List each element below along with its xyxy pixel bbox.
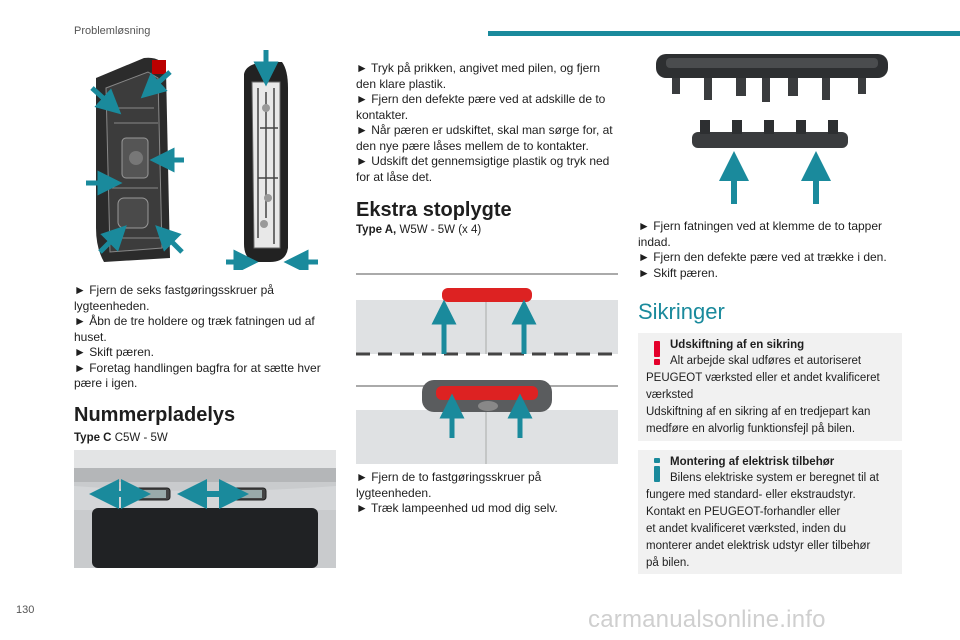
- info-body-line: et andet kvalificeret værksted, inden du: [646, 523, 847, 535]
- info-notice: Montering af elektrisk tilbehør Bilens e…: [638, 450, 902, 574]
- info-icon: [654, 458, 660, 482]
- info-body-line: monterer andet elektrisk udstyr eller ti…: [646, 540, 871, 552]
- step-text: ► Fjern de to fastgøringsskruer på lygte…: [356, 470, 542, 500]
- warning-notice: Udskiftning af en sikring Alt arbejde sk…: [638, 333, 902, 441]
- step-text: ► Tryk på prikken, angivet med pilen, og…: [356, 61, 600, 91]
- step-text: ► Skift pæren.: [638, 265, 718, 280]
- step-text: ► Fjern fatningen ved at klemme de to ta…: [638, 219, 883, 249]
- step-text: ► Træk lampeenhed ud mod dig selv.: [356, 501, 558, 515]
- heading-ekstra-stoplygte: Ekstra stoplygte: [356, 199, 512, 221]
- info-body-line: på bilen.: [646, 557, 690, 569]
- rear-lamp-illustration: [86, 50, 318, 270]
- step-text: ► Fjern den defekte pære ved at trække i…: [638, 250, 887, 264]
- running-header: Problemløsning: [74, 25, 151, 37]
- spec-type: Type C: [74, 432, 112, 444]
- warning-body-line: værksted: [646, 389, 694, 401]
- spec-value: W5W - 5W (x 4): [396, 224, 482, 236]
- bulb-holder-illustration: [656, 54, 888, 204]
- col3-steps: ► Fjern fatningen ved at klemme de to ta…: [638, 219, 902, 281]
- step-text: ► Foretag handlingen bagfra for at sætte…: [74, 360, 321, 391]
- watermark: carmanualsonline.info: [588, 606, 826, 633]
- brake-light-illustration: [356, 273, 618, 464]
- info-body-line: fungere med standard- eller ekstraudstyr…: [646, 489, 856, 501]
- step-text: ► Fjern de seks fastgøringsskruer på lyg…: [74, 283, 274, 313]
- info-body-line: Kontakt en PEUGEOT-forhandler eller: [646, 506, 841, 518]
- heading-nummerpladelys: Nummerpladelys: [74, 404, 236, 426]
- step-text: ► Fjern den defekte pære ved at adskille…: [356, 92, 606, 122]
- page-number: 130: [16, 604, 35, 616]
- col2-steps-2: ► Fjern de to fastgøringsskruer på lygte…: [356, 470, 620, 517]
- spec-value: C5W - 5W: [111, 432, 168, 444]
- warning-body-line: medføre en alvorlig funktionsfejl på bil…: [646, 423, 856, 435]
- step-text: ► Udskift det gennemsigtige plastik og t…: [356, 154, 610, 184]
- spec-type: Type A,: [356, 224, 397, 236]
- heading-sikringer: Sikringer: [638, 299, 725, 324]
- col1-steps: ► Fjern de seks fastgøringsskruer på lyg…: [74, 283, 336, 392]
- warning-body-line: Udskiftning af en sikring af en tredjepa…: [646, 406, 871, 418]
- exclamation-icon: [654, 341, 660, 365]
- step-text: ► Når pæren er udskiftet, skal man sørge…: [356, 123, 613, 153]
- info-title: Montering af elektrisk tilbehør: [670, 456, 835, 468]
- info-body-line: Bilens elektriske system er beregnet til…: [670, 472, 880, 484]
- header-accent-bar: [488, 31, 960, 36]
- warning-body-line: PEUGEOT værksted eller et andet kvalific…: [646, 372, 880, 384]
- warning-body-line: Alt arbejde skal udføres et autoriseret: [670, 355, 862, 367]
- license-plate-lamp-illustration: [74, 450, 336, 568]
- step-text: ► Skift pæren.: [74, 345, 154, 359]
- col2-steps: ► Tryk på prikken, angivet med pilen, og…: [356, 61, 620, 185]
- spec-line: Type A, W5W - 5W (x 4): [356, 224, 481, 236]
- step-text: ► Åbn de tre holdere og træk fatningen u…: [74, 314, 315, 344]
- warning-title: Udskiftning af en sikring: [670, 339, 805, 351]
- spec-line: Type C C5W - 5W: [74, 432, 168, 444]
